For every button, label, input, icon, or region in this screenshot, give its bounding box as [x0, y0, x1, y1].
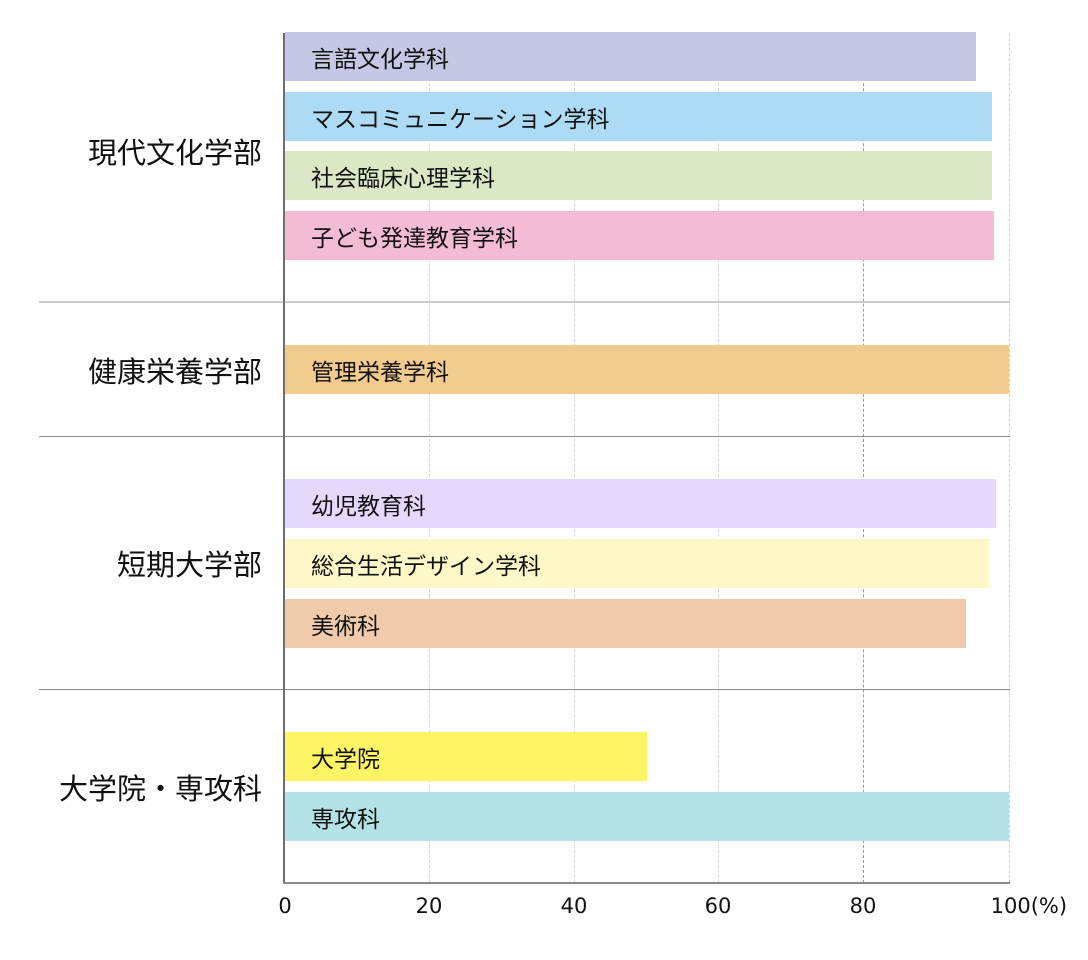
gridline-80 — [863, 33, 864, 883]
bar-label: 総合生活デザイン学科 — [311, 553, 541, 580]
bar-label: 言語文化学科 — [311, 46, 449, 73]
x-axis — [283, 882, 1010, 884]
bar-daigakuin: 大学院 — [285, 732, 647, 781]
group-label-daigakuin-senkoka: 大学院・専攻科 — [58, 772, 262, 806]
group-separator — [39, 689, 1010, 690]
x-tick-label: 100(%) — [990, 894, 1068, 918]
bar-label: 美術科 — [311, 613, 380, 640]
bar-label: 管理栄養学科 — [311, 359, 449, 386]
bar-label: 子ども発達教育学科 — [311, 225, 518, 252]
bar-senkoka: 専攻科 — [285, 792, 1009, 841]
gridline-100 — [1009, 33, 1010, 883]
bar-masukomi: マスコミュニケーション学科 — [285, 92, 993, 141]
bar-kanri-eiyo: 管理栄養学科 — [285, 345, 1009, 394]
x-tick-label: 80 — [849, 894, 877, 918]
y-axis — [283, 33, 285, 884]
bar-label: マスコミュニケーション学科 — [311, 106, 610, 133]
bar-label: 幼児教育科 — [311, 493, 426, 520]
group-separator — [39, 301, 1010, 303]
group-label-tanki-daigaku: 短期大学部 — [116, 548, 262, 582]
gridline-40 — [574, 33, 575, 883]
bar-gengo-bunka: 言語文化学科 — [285, 32, 977, 81]
x-tick-label: 20 — [415, 894, 443, 918]
gridline-20 — [429, 33, 430, 883]
group-label-gendai-bunka: 現代文化学部 — [87, 136, 262, 170]
x-tick-label: 0 — [278, 894, 292, 918]
bar-yoji-kyoiku: 幼児教育科 — [285, 479, 996, 528]
group-separator — [39, 436, 1010, 437]
bar-label: 大学院 — [311, 746, 380, 773]
gridline-60 — [718, 33, 719, 883]
bar-label: 社会臨床心理学科 — [311, 165, 495, 192]
bar-label: 専攻科 — [311, 806, 380, 833]
group-label-kenko-eiyo: 健康栄養学部 — [87, 355, 262, 389]
bar-kodomo-hattatsu: 子ども発達教育学科 — [285, 211, 994, 260]
bar-shakai-rinsho-shinri: 社会臨床心理学科 — [285, 151, 993, 200]
bar-sogo-seikatsu-design: 総合生活デザイン学科 — [285, 539, 990, 588]
x-tick-label: 60 — [704, 894, 732, 918]
bar-bijutsu: 美術科 — [285, 599, 966, 648]
x-tick-label: 40 — [560, 894, 588, 918]
